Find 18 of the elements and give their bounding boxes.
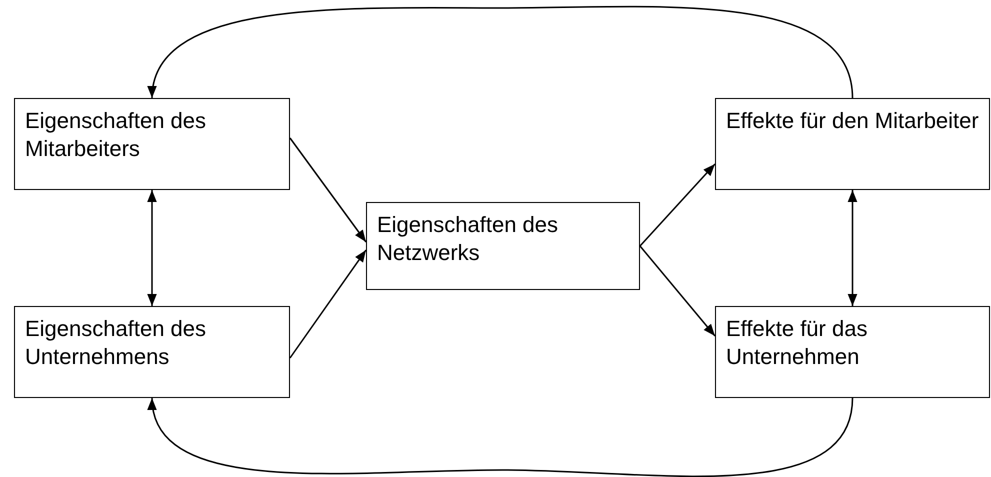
process-box [14, 306, 290, 398]
process-box [715, 306, 990, 398]
arrow [149, 6, 854, 98]
arrow [848, 190, 858, 306]
arrow [639, 164, 716, 246]
box-label: Eigenschaften des Netzwerks [377, 211, 560, 267]
box-label: Eigenschaften des Unternehmens [25, 315, 208, 371]
arrow [289, 250, 367, 358]
box-label: Effekte für das Unternehmen [726, 315, 868, 371]
box-label: Eigenschaften des Mitarbeiters [25, 107, 208, 163]
arrow [149, 398, 854, 477]
arrow [147, 190, 157, 306]
process-box [366, 202, 640, 290]
process-box [14, 98, 290, 190]
box-label: Effekte für den Mitarbeiter [726, 107, 979, 135]
arrow [289, 138, 367, 242]
process-box [715, 98, 990, 190]
arrow [639, 246, 716, 336]
